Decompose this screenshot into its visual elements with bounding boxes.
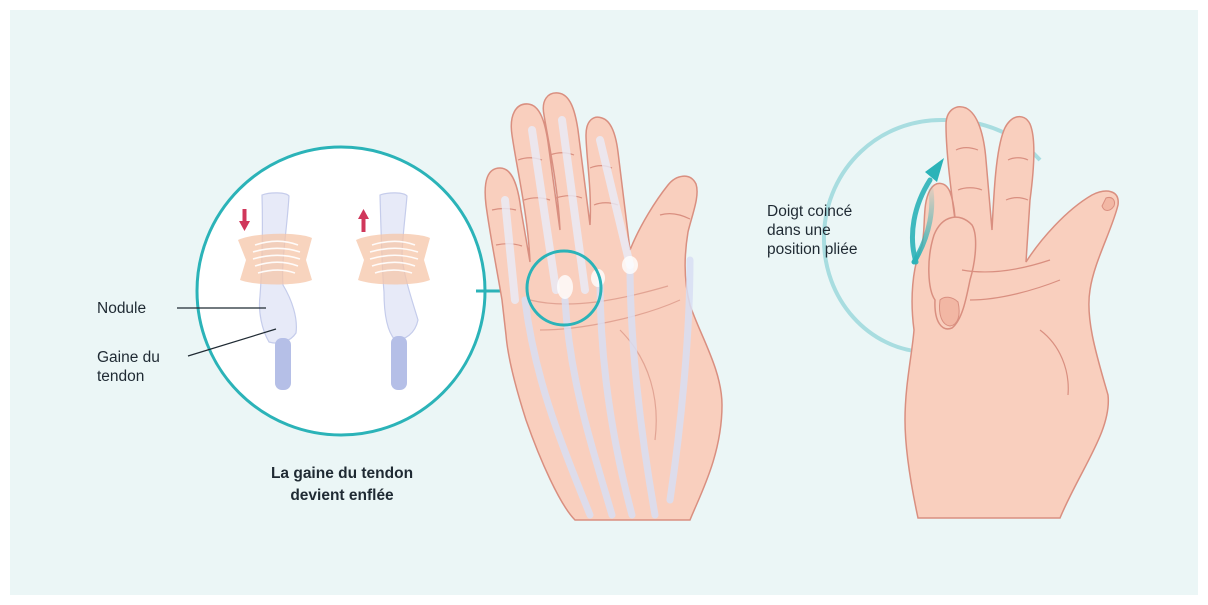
nodule-label: Nodule (97, 299, 146, 318)
caption-swollen-sheath: La gaine du tendon devient enflée (219, 463, 465, 507)
stuck-finger-label: Doigt coincé dans une position pliée (767, 202, 857, 259)
open-hand (485, 93, 722, 520)
fingernail (939, 297, 959, 326)
zoom-detail (177, 147, 485, 435)
tendon-sheath-label: Gaine du tendon (97, 348, 160, 386)
bent-finger-hand (824, 107, 1118, 518)
